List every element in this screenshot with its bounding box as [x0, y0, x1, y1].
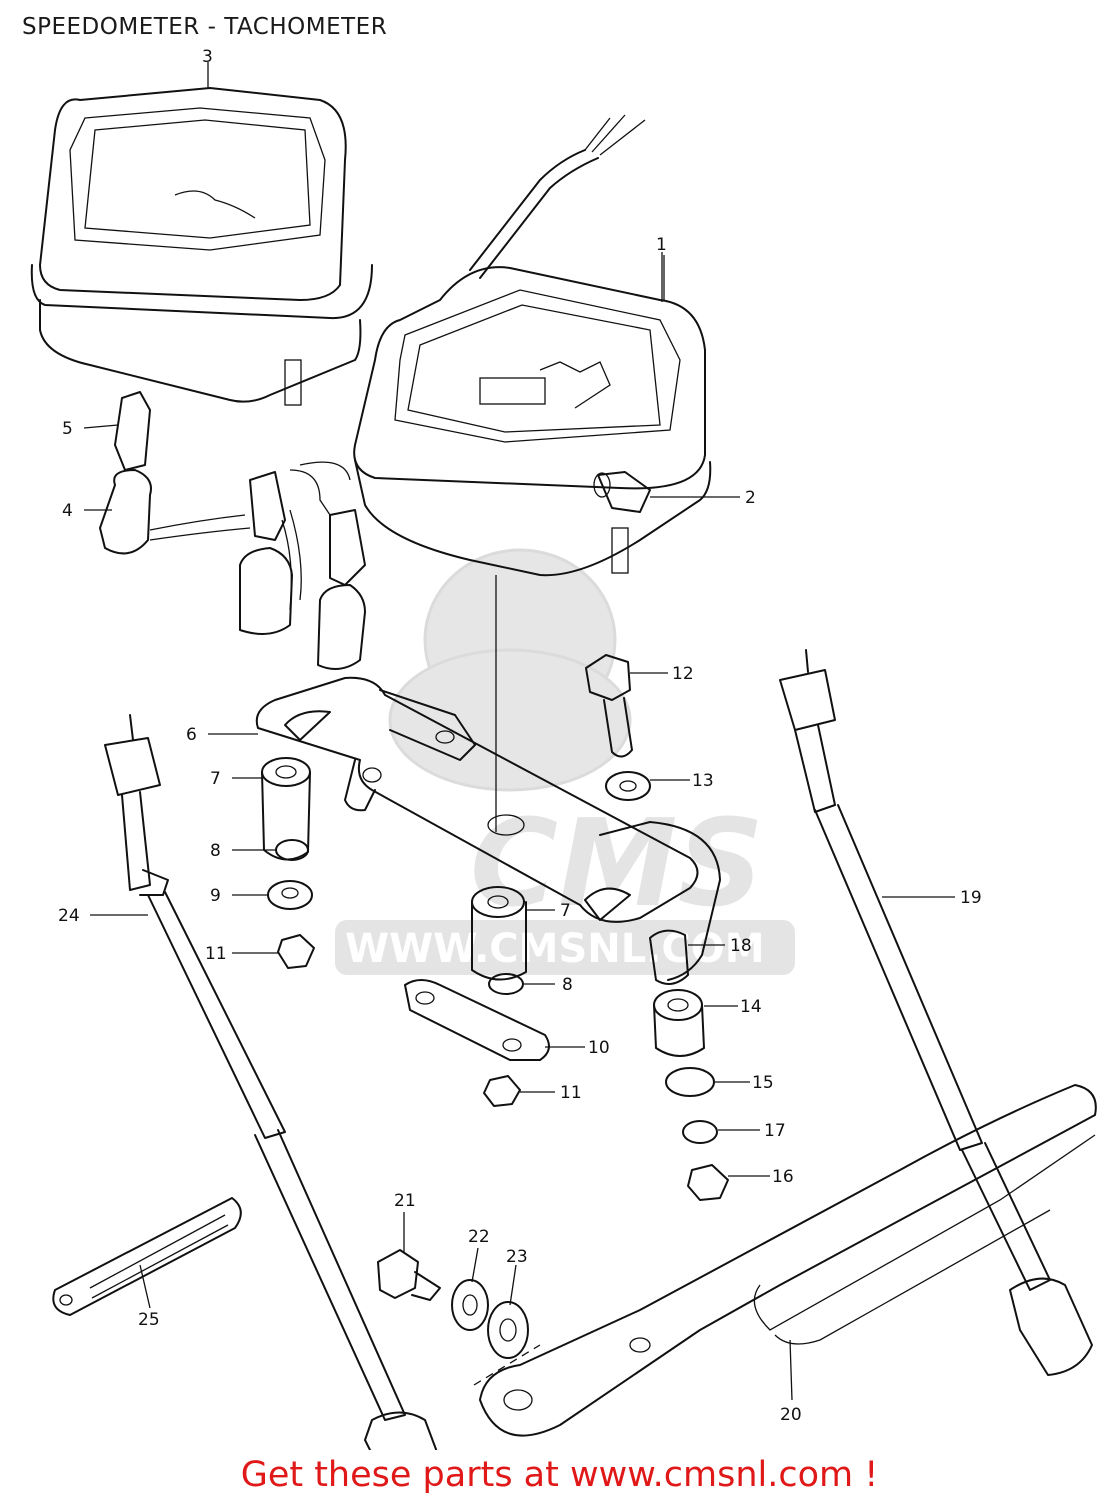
callout-10: 10 [588, 1038, 610, 1058]
watermark-url: WWW.CMSNL.COM [345, 926, 765, 972]
speedometer-cable[interactable] [104, 714, 440, 1450]
callout-21: 21 [394, 1191, 416, 1211]
callout-17: 17 [764, 1121, 786, 1141]
parts-diagram: CMS WWW.CMSNL.COM [30, 47, 1097, 1450]
callout-25: 25 [138, 1310, 160, 1330]
callout-19: 19 [960, 888, 982, 908]
callout-14: 14 [740, 997, 762, 1017]
callout-13: 13 [692, 771, 714, 791]
callout-2: 2 [745, 488, 756, 508]
shop-link[interactable]: Get these parts at www.cmsnl.com ! [240, 1455, 879, 1495]
page-title: SPEEDOMETER - TACHOMETER [22, 14, 388, 40]
callout-3: 3 [202, 47, 213, 67]
callout-8b: 8 [562, 975, 573, 995]
callout-7a: 7 [210, 769, 221, 789]
callout-5: 5 [62, 419, 73, 439]
callout-20: 20 [780, 1405, 802, 1425]
fasteners[interactable] [261, 654, 729, 1359]
callout-8a: 8 [210, 841, 221, 861]
callout-labels: 1 2 3 4 5 6 7 7 8 8 9 10 11 11 12 13 14 … [58, 47, 982, 1425]
callout-12: 12 [672, 664, 694, 684]
callout-4: 4 [62, 501, 73, 521]
meter-stay[interactable] [473, 1084, 1097, 1437]
callout-18: 18 [730, 936, 752, 956]
callout-11a: 11 [205, 944, 227, 964]
callout-9: 9 [210, 886, 221, 906]
callout-15: 15 [752, 1073, 774, 1093]
cable-strap[interactable] [52, 1197, 242, 1316]
speedometer-assembly[interactable] [353, 114, 712, 577]
tachometer-cable[interactable] [779, 649, 1093, 1376]
tachometer-assembly[interactable] [30, 62, 373, 406]
callout-23: 23 [506, 1247, 528, 1267]
callout-7b: 7 [560, 901, 571, 921]
callout-24: 24 [58, 906, 80, 926]
mounting-bracket[interactable] [255, 575, 721, 981]
callout-6: 6 [186, 725, 197, 745]
callout-22: 22 [468, 1227, 490, 1247]
bulb-sockets[interactable] [99, 391, 366, 670]
callout-16: 16 [772, 1167, 794, 1187]
leader-lines [83, 255, 955, 1401]
callout-1: 1 [656, 235, 667, 255]
callout-11b: 11 [560, 1083, 582, 1103]
